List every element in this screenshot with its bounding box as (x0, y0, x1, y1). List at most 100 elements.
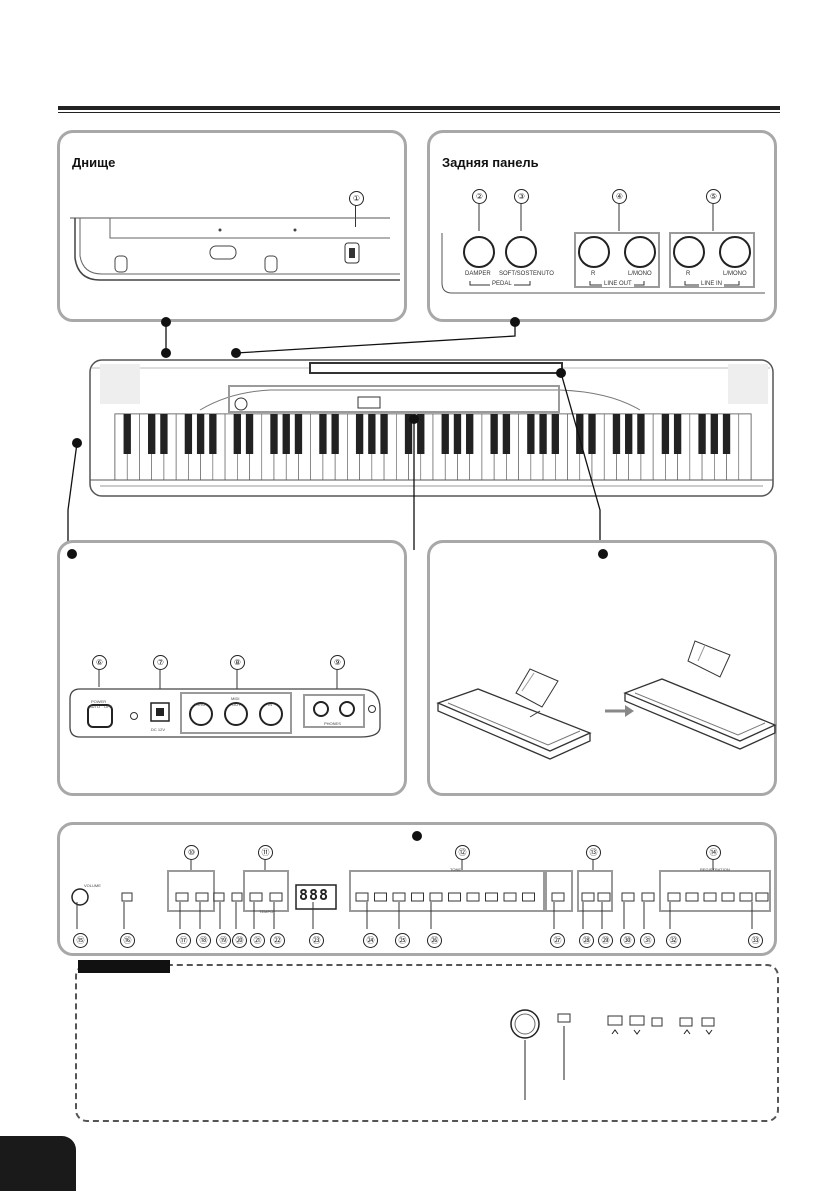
bottom-panel: Днище ① (57, 130, 407, 322)
note-box (75, 964, 779, 1122)
soft-label: SOFT/SOSTENUTO (499, 271, 554, 277)
callout-31: ㉛ (640, 933, 655, 948)
callout-16: ⑯ (120, 933, 135, 948)
black-key (209, 414, 217, 454)
header-rule (58, 106, 780, 110)
black-key (245, 414, 254, 454)
callout-12: ⑫ (455, 845, 470, 860)
panel-button (667, 892, 681, 902)
control-panel: ⑩ ⑪ ⑫ ⑬ ⑭ 888 ⑮ ⑯ ⑰ ⑱ ⑲ (57, 822, 777, 956)
header-rule-thin (58, 112, 780, 113)
black-key (661, 414, 670, 454)
music-stand-panel (427, 540, 777, 796)
callout-4: ④ (612, 189, 627, 204)
callout-8: ⑧ (230, 655, 245, 670)
callout-2: ② (472, 189, 487, 204)
black-key (441, 414, 449, 454)
display-readout: 888 (299, 886, 330, 904)
jack-panel: ⑥ ⑦ ⑧ ⑨ POWER AUTO OFF MIDI THRU OUT IN … (57, 540, 407, 796)
panel-button (597, 892, 611, 902)
phones-label: PHONES (324, 721, 341, 726)
black-key (319, 414, 327, 454)
callout-leaders (76, 902, 753, 929)
callout-10: ⑩ (184, 845, 199, 860)
callout-25: ㉕ (395, 933, 410, 948)
rear-panel-title: Задняя панель (442, 155, 539, 170)
black-key (331, 414, 339, 454)
line-in-label: LINE IN (699, 281, 725, 287)
tone-label: TONE (450, 867, 462, 872)
page-tab (0, 1136, 76, 1191)
panel-button (739, 892, 753, 902)
keyboard-keys (114, 413, 752, 481)
tone-button (374, 892, 387, 902)
black-key (551, 414, 559, 454)
panel-button (703, 892, 717, 902)
piano-overview (67, 317, 774, 550)
black-key (588, 414, 596, 454)
auto-label: AUTO (89, 704, 101, 709)
tone-button (522, 892, 535, 902)
callout-13: ⑬ (586, 845, 601, 860)
callout-15: ⑮ (73, 933, 88, 948)
tone-button (485, 892, 498, 902)
callout-22: ㉒ (270, 933, 285, 948)
callout-17: ⑰ (176, 933, 191, 948)
thru-label: THRU (194, 702, 206, 707)
black-key (123, 414, 131, 454)
power-label: POWER (91, 699, 107, 704)
callout-11: ⑪ (258, 845, 273, 860)
black-key (294, 414, 303, 454)
out-label: OUT (232, 702, 241, 707)
panel-button (721, 892, 735, 902)
black-key (698, 414, 706, 454)
black-key (368, 414, 376, 454)
tempo-label: TEMPO (259, 909, 274, 914)
black-key (722, 414, 731, 454)
rear-jacks-drawing (441, 203, 765, 294)
black-key (502, 414, 511, 454)
callout-24: ㉔ (363, 933, 378, 948)
panel-button (551, 892, 565, 902)
rear-panel: Задняя панель ② ③ ④ ⑤ DAMPER SOFT/SOSTEN… (427, 130, 777, 322)
dc-label: DC 12V (151, 727, 166, 732)
pedal-label: PEDAL (490, 281, 514, 287)
black-key (184, 414, 193, 454)
black-key (576, 414, 584, 454)
white-key (738, 413, 752, 481)
black-key (270, 414, 278, 454)
black-key (355, 414, 364, 454)
callout-14: ⑭ (706, 845, 721, 860)
black-key (625, 414, 633, 454)
black-key (380, 414, 388, 454)
black-key (466, 414, 474, 454)
black-key (282, 414, 290, 454)
panel-button (685, 892, 699, 902)
control-panel-drawing (71, 859, 771, 912)
damper-label: DAMPER (465, 271, 491, 277)
black-key (148, 414, 156, 454)
tone-button (503, 892, 517, 902)
lmono-in-label: L/MONO (723, 271, 747, 277)
r-in-label: R (686, 271, 691, 277)
volume-label: VOLUME (84, 883, 101, 888)
music-stand-drawing (436, 640, 777, 760)
tone-button (429, 892, 443, 902)
connector-dot (412, 831, 422, 841)
midi-label: MIDI (231, 696, 240, 701)
callout-6: ⑥ (92, 655, 107, 670)
r-out-label: R (591, 271, 596, 277)
jack-panel-drawing (69, 669, 381, 738)
callout-20: ⑳ (232, 933, 247, 948)
panel-button (581, 892, 595, 902)
bottom-view-drawing (70, 217, 400, 281)
black-key (417, 414, 425, 454)
black-key (404, 414, 413, 454)
callout-9: ⑨ (330, 655, 345, 670)
black-key (637, 414, 645, 454)
black-key (196, 414, 205, 454)
note-box-drawing (510, 1009, 715, 1100)
note-tab (78, 960, 170, 973)
registration-label: REGISTRATION (700, 867, 730, 872)
callout-23: ㉓ (309, 933, 324, 948)
